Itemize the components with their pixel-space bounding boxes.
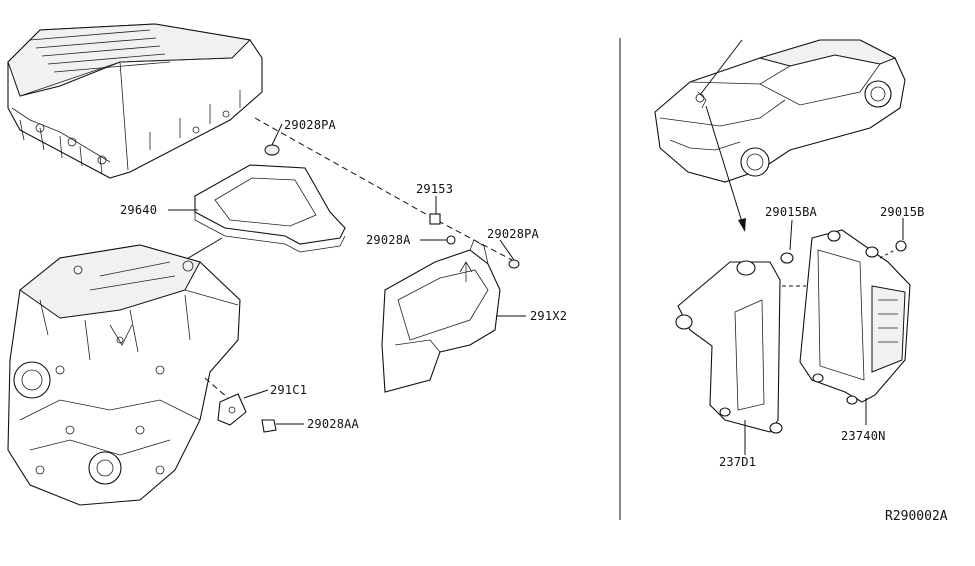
label-29015B: 29015B bbox=[880, 205, 925, 219]
cap-29028PA-right bbox=[499, 239, 520, 269]
controller-23740N bbox=[799, 229, 911, 425]
label-29028PA-right: 29028PA bbox=[487, 227, 540, 241]
label-291C1: 291C1 bbox=[270, 383, 307, 397]
dashed-guide-line-2 bbox=[204, 377, 229, 399]
label-29153: 29153 bbox=[416, 182, 453, 196]
label-29028A: 29028A bbox=[366, 233, 411, 247]
bracket-237D1 bbox=[675, 260, 783, 455]
label-29015BA: 29015BA bbox=[765, 205, 818, 219]
motor-assembly bbox=[7, 244, 241, 506]
label-29640: 29640 bbox=[120, 203, 157, 217]
label-29028AA: 29028AA bbox=[307, 417, 360, 431]
nut-29015B bbox=[879, 218, 907, 259]
bracket-291C1 bbox=[217, 389, 269, 426]
clip-29153 bbox=[429, 196, 441, 225]
bolt-29028AA bbox=[261, 419, 304, 433]
gasket-29640 bbox=[194, 164, 346, 253]
bracket-291X2 bbox=[381, 239, 526, 393]
label-23740N: 23740N bbox=[841, 429, 886, 443]
vehicle-illustration bbox=[654, 39, 906, 232]
cap-29028PA-top bbox=[264, 123, 283, 156]
nut-29015BA bbox=[780, 219, 806, 287]
nut-29028A bbox=[420, 235, 456, 245]
inverter-unit bbox=[7, 23, 263, 179]
reference-code: R290002A bbox=[885, 509, 948, 524]
label-291X2: 291X2 bbox=[530, 309, 567, 323]
label-29028PA-top: 29028PA bbox=[284, 118, 337, 132]
label-237D1: 237D1 bbox=[719, 455, 756, 469]
